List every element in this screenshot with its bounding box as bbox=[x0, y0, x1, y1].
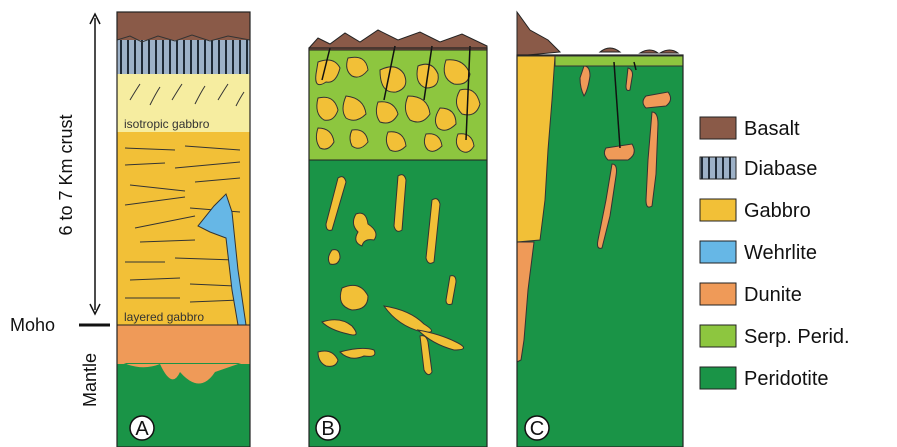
wehrlite-swatch bbox=[700, 241, 736, 263]
legend-label: Wehrlite bbox=[744, 242, 817, 264]
legend-label: Diabase bbox=[744, 158, 817, 180]
svg-text:A: A bbox=[135, 418, 149, 440]
crust-span-arrow bbox=[90, 14, 100, 314]
dunite-swatch bbox=[700, 283, 736, 305]
serp-perid-swatch bbox=[700, 325, 736, 347]
legend-item-gabbro: Gabbro bbox=[700, 199, 811, 222]
legend-item-diabase: Diabase bbox=[700, 157, 817, 180]
column-a bbox=[117, 12, 250, 447]
layered-gabbro-label: layered gabbro bbox=[124, 310, 204, 324]
column-c bbox=[517, 12, 683, 447]
isotropic-gabbro-label: isotropic gabbro bbox=[124, 117, 210, 131]
legend-item-peridotite: Peridotite bbox=[700, 367, 829, 390]
diabase-swatch bbox=[700, 157, 736, 179]
svg-text:C: C bbox=[530, 418, 544, 440]
mantle-label: Mantle bbox=[80, 353, 100, 407]
legend-item-serp-perid: Serp. Perid. bbox=[700, 325, 850, 348]
panel-a-marker: A bbox=[130, 416, 154, 440]
legend-item-basalt: Basalt bbox=[700, 117, 800, 140]
moho-label: Moho bbox=[10, 315, 55, 335]
legend-label: Dunite bbox=[744, 284, 802, 306]
panel-b-marker: B bbox=[316, 416, 340, 440]
svg-text:B: B bbox=[321, 418, 334, 440]
basalt-swatch bbox=[700, 117, 736, 139]
legend: Basalt Diabase Gabbro Wehrlite Dunite Se… bbox=[700, 117, 850, 390]
legend-label: Basalt bbox=[744, 118, 800, 140]
legend-item-wehrlite: Wehrlite bbox=[700, 241, 817, 264]
gabbro-swatch bbox=[700, 199, 736, 221]
legend-label: Serp. Perid. bbox=[744, 326, 850, 348]
legend-label: Gabbro bbox=[744, 200, 811, 222]
legend-item-dunite: Dunite bbox=[700, 283, 802, 306]
column-b bbox=[309, 30, 487, 447]
peridotite-swatch bbox=[700, 367, 736, 389]
legend-label: Peridotite bbox=[744, 368, 829, 390]
panel-c-marker: C bbox=[525, 416, 549, 440]
crust-span-label: 6 to 7 Km crust bbox=[56, 114, 76, 235]
